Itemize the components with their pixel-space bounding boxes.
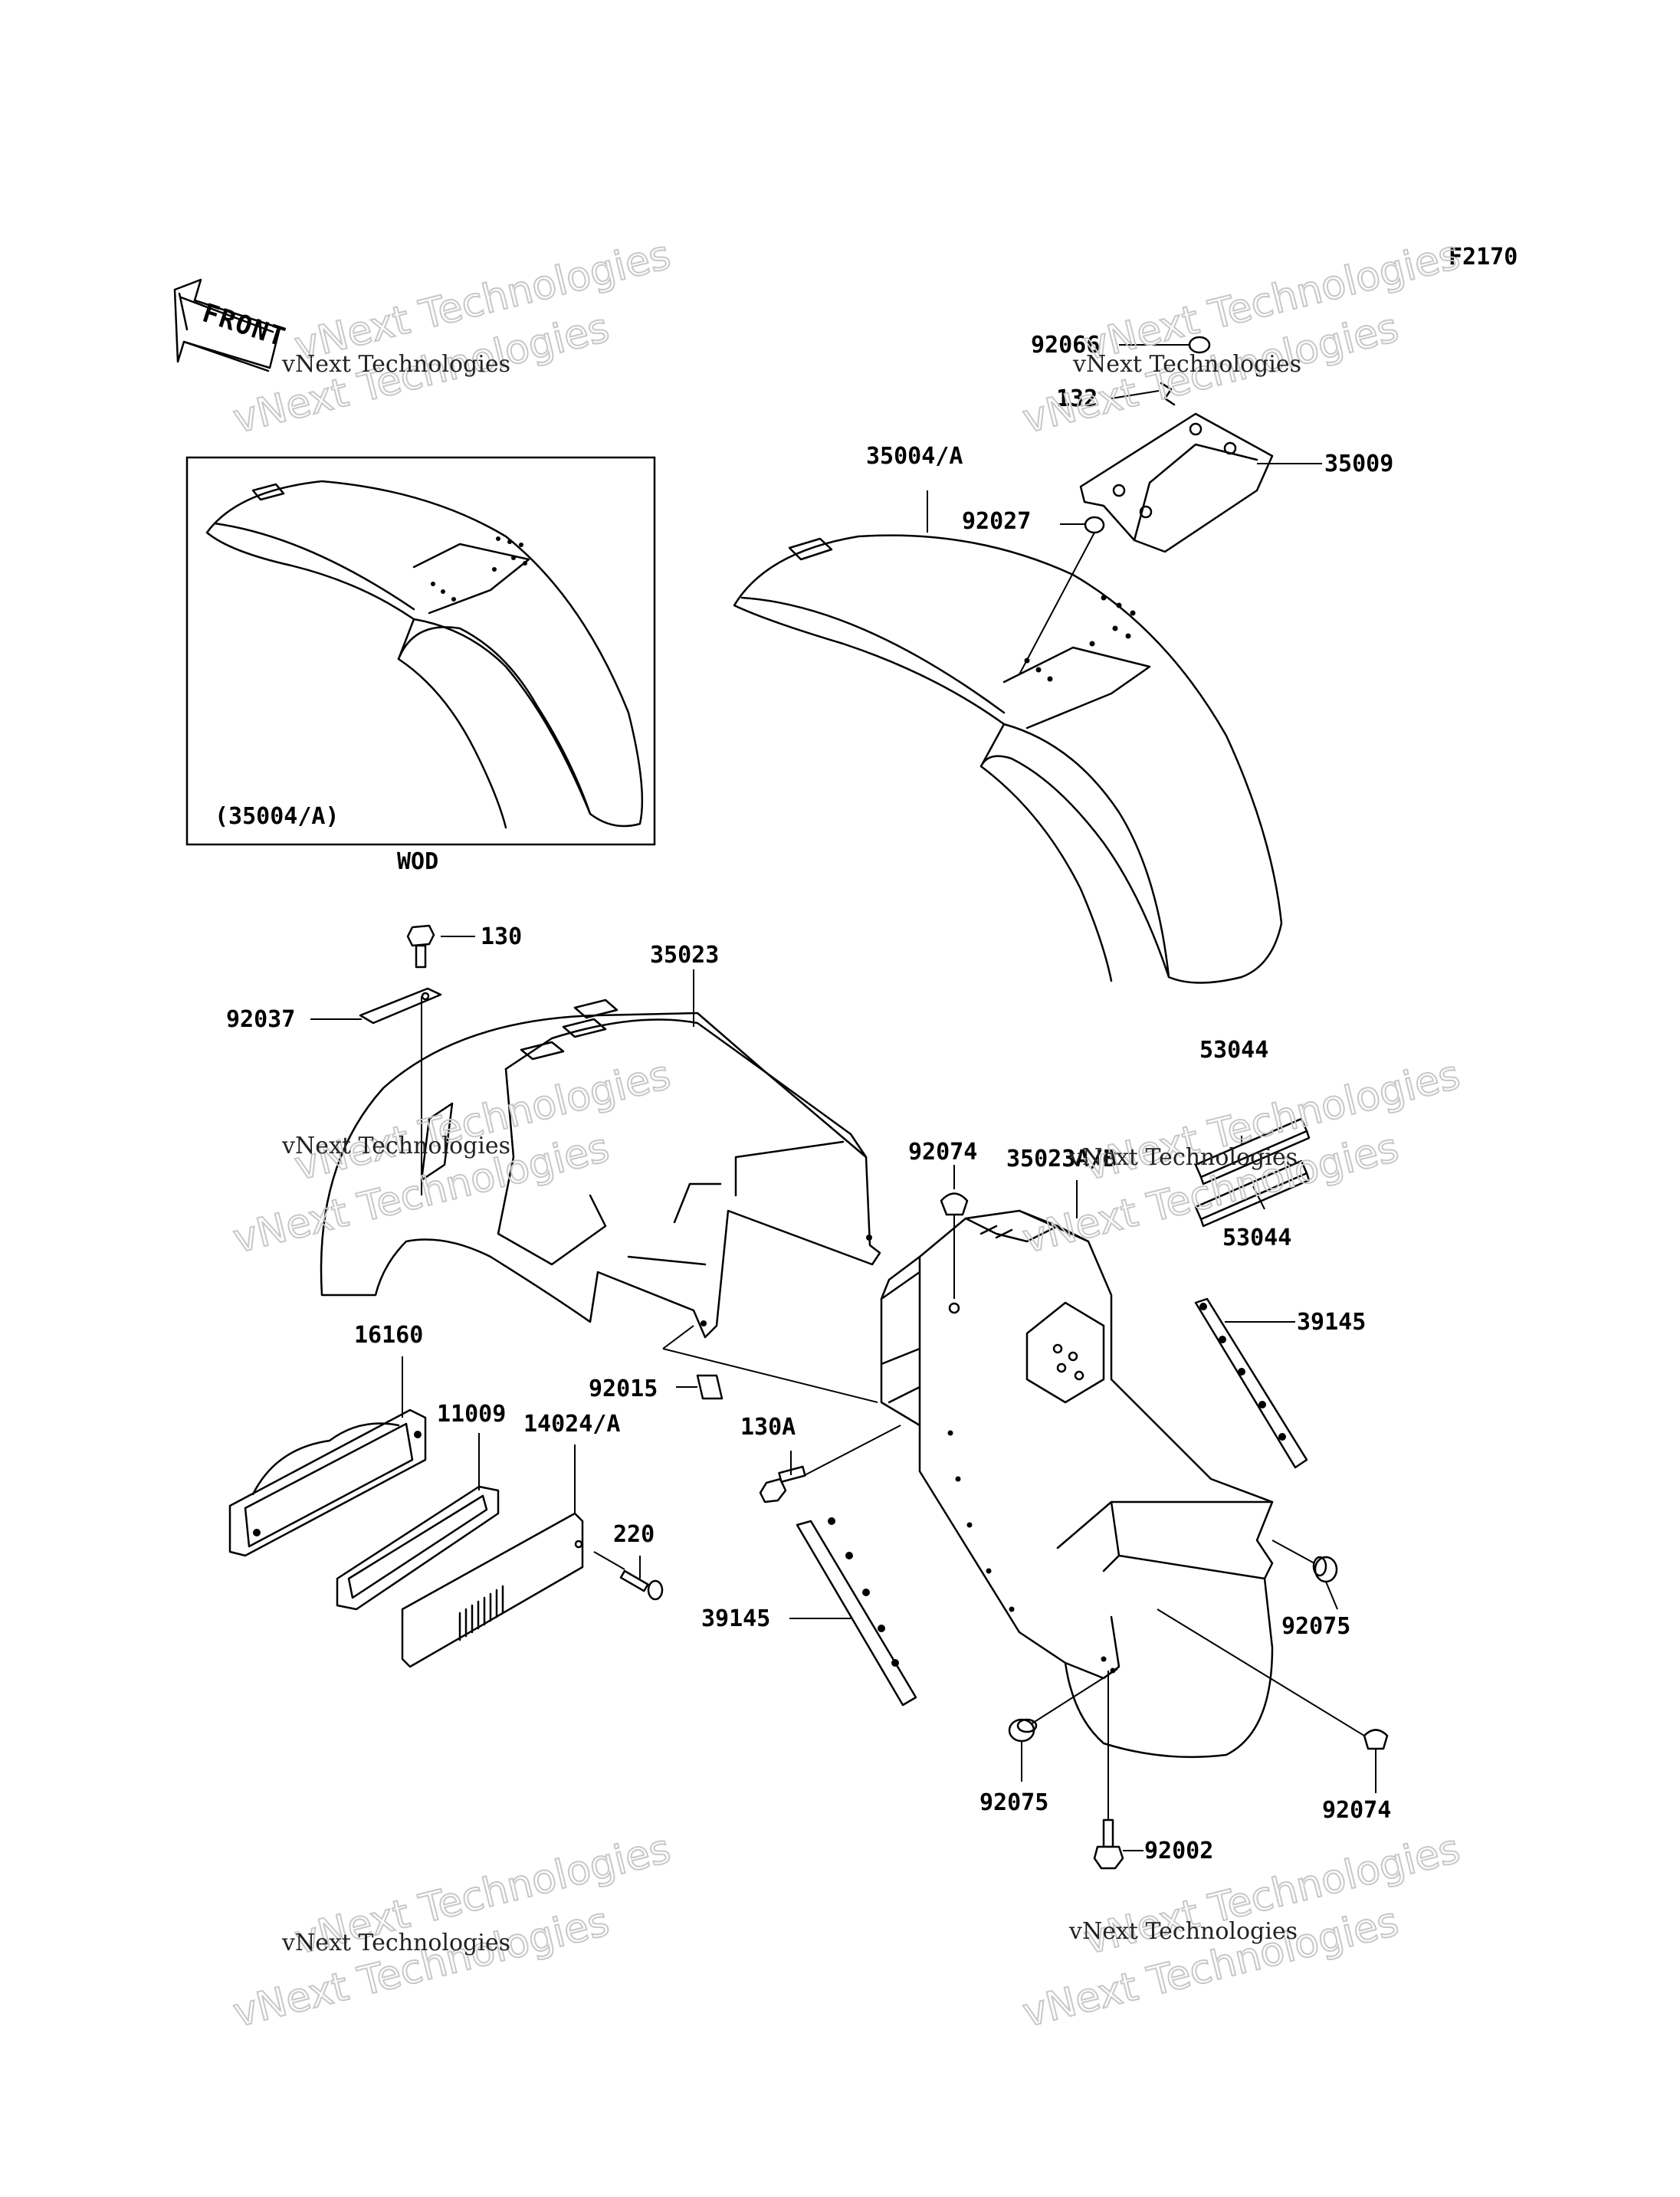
callout-53044-lower: 53044 (1222, 1225, 1291, 1251)
inset-wod: (35004/A) (185, 456, 656, 846)
watermark-top-right: vNext Technologies vNext Technologies vN… (1018, 231, 1465, 444)
front-fender (733, 534, 1283, 984)
callout-labels: 92066 132 35009 35004/A 92027 130 35023 … (226, 332, 1393, 1864)
svg-text:vNext Technologies: vNext Technologies (1068, 1918, 1298, 1945)
callout-92037: 92037 (226, 1006, 295, 1033)
strip-39145-right (1194, 1297, 1308, 1469)
callout-92002: 92002 (1144, 1838, 1213, 1864)
bolt-92002 (1093, 1818, 1124, 1870)
callout-132: 132 (1056, 385, 1098, 412)
callout-35009: 35009 (1324, 451, 1393, 477)
bolt-130 (406, 924, 435, 969)
callout-39145-right: 39145 (1297, 1309, 1366, 1336)
callout-92074-top: 92074 (908, 1139, 977, 1166)
rear-fender-inner (880, 1209, 1274, 1759)
callout-130A: 130A (740, 1414, 796, 1441)
lamp-housing-16160 (228, 1408, 427, 1557)
plate-92037 (359, 987, 442, 1025)
callout-92074-bottom: 92074 (1322, 1797, 1391, 1824)
callout-39145-left: 39145 (701, 1605, 770, 1632)
svg-text:vNext Technologies: vNext Technologies (1068, 1144, 1298, 1171)
grommet-92074-bottom (1363, 1729, 1389, 1750)
watermark-bottom-right: vNext Technologies vNext Technologies vN… (1018, 1825, 1465, 2038)
front-arrow-icon: FRONT (173, 278, 290, 372)
inset-caption: WOD (397, 848, 438, 875)
strip-53044-upper (1194, 1117, 1311, 1185)
rear-fender (320, 998, 881, 1339)
watermark-top-left: vNext Technologies vNext Technologies vN… (228, 231, 676, 444)
inset-frame (185, 456, 656, 846)
svg-text:vNext Technologies: vNext Technologies (281, 351, 510, 378)
svg-text:vNext Technologies: vNext Technologies (281, 1133, 510, 1159)
svg-text:vNext Technologies: vNext Technologies (281, 1930, 510, 1956)
callout-16160: 16160 (354, 1322, 423, 1349)
callout-92027: 92027 (962, 508, 1031, 535)
leader-lines (310, 344, 1376, 1851)
callout-220: 220 (613, 1521, 655, 1548)
clip-92015 (696, 1374, 724, 1400)
inset-front-fender (205, 480, 644, 829)
callout-53044-upper: 53044 (1199, 1037, 1268, 1064)
grommet-92075-right (1312, 1556, 1338, 1583)
grommet-92074-top (940, 1192, 969, 1216)
fender-bracket (1079, 412, 1274, 553)
callout-130: 130 (481, 923, 522, 950)
callout-35004A: 35004/A (866, 443, 963, 470)
strip-53044-lower (1194, 1159, 1311, 1228)
callout-92075-left: 92075 (979, 1789, 1048, 1816)
callout-35023AB: 35023A/B (1006, 1146, 1117, 1172)
callout-92075-right: 92075 (1281, 1613, 1350, 1640)
callout-11009: 11009 (437, 1401, 506, 1428)
grommet-92075-left (1008, 1718, 1038, 1743)
callout-35023: 35023 (650, 942, 719, 969)
callout-92015: 92015 (589, 1376, 658, 1402)
callout-92066: 92066 (1031, 332, 1100, 359)
screw-220 (619, 1569, 664, 1601)
grommet-92027 (1084, 516, 1105, 534)
spring-clip-132 (1160, 382, 1176, 406)
bolt-130A (759, 1465, 806, 1503)
watermark-bottom-left: vNext Technologies vNext Technologies vN… (228, 1825, 676, 2038)
figure-code: F2170 (1449, 244, 1518, 271)
inset-part-label: (35004/A) (215, 803, 340, 830)
callout-14024A: 14024/A (523, 1411, 620, 1438)
svg-text:vNext Technologies: vNext Technologies (1072, 351, 1301, 378)
strip-39145-left (796, 1517, 917, 1707)
